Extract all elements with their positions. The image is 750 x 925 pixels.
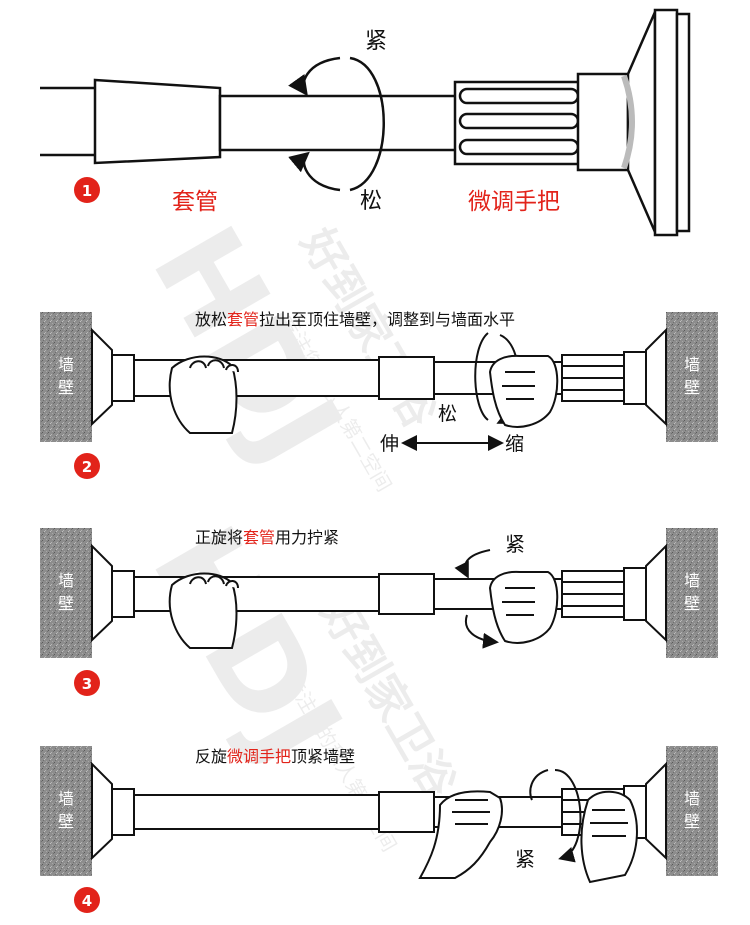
instruction-text: 放松 bbox=[195, 310, 227, 329]
step-badge-number: 3 bbox=[82, 675, 92, 693]
wall-right bbox=[666, 746, 718, 876]
step-4-rod bbox=[40, 746, 718, 884]
wall-label-right: 墙 bbox=[684, 571, 700, 590]
instruction-text: 反旋 bbox=[195, 747, 227, 766]
cup-rim bbox=[653, 8, 679, 237]
wall-left bbox=[40, 746, 92, 876]
wall-label-left: 壁 bbox=[58, 812, 74, 831]
step-badge: 1 bbox=[74, 177, 100, 203]
loose-label: 松 bbox=[438, 403, 457, 425]
step-badge-number: 4 bbox=[82, 892, 92, 910]
wall-left bbox=[40, 312, 92, 442]
wall-label-right: 墙 bbox=[684, 789, 700, 808]
step-badge-number: 1 bbox=[82, 182, 92, 200]
instruction-highlight: 套管 bbox=[227, 310, 259, 329]
handle-label: 微调手把 bbox=[468, 189, 560, 215]
step-instruction: 正旋将套管用力拧紧 bbox=[195, 528, 339, 547]
inner-pipe bbox=[218, 94, 462, 152]
step-instruction: 反旋微调手把顶紧墙壁 bbox=[195, 747, 355, 766]
cup-rim bbox=[675, 12, 691, 233]
tight-label: 紧 bbox=[365, 29, 387, 54]
wall-label-left: 壁 bbox=[58, 594, 74, 613]
wall-label-left: 墙 bbox=[58, 355, 74, 374]
step-3-rod bbox=[40, 528, 718, 658]
instruction-text: 正旋将 bbox=[195, 528, 243, 547]
tight-label: 紧 bbox=[505, 532, 525, 556]
step-badge: 4 bbox=[74, 887, 100, 913]
instruction-highlight: 套管 bbox=[243, 528, 275, 547]
wall-label-right: 墙 bbox=[684, 355, 700, 374]
wall-label-right: 壁 bbox=[684, 378, 700, 397]
wall-right bbox=[666, 312, 718, 442]
step-badge: 2 bbox=[74, 453, 100, 479]
sleeve-label: 套管 bbox=[172, 189, 218, 215]
step-2-rod bbox=[40, 312, 718, 451]
step-1-closeup bbox=[40, 8, 691, 237]
loose-label: 松 bbox=[360, 189, 382, 214]
handle-base bbox=[576, 72, 630, 172]
step-badge: 3 bbox=[74, 670, 100, 696]
wall-label-left: 墙 bbox=[58, 571, 74, 590]
instruction-text: 拉出至顶住墙壁，调整到与墙面水平 bbox=[259, 310, 515, 329]
wall-left bbox=[40, 528, 92, 658]
instruction-text: 顶紧墙壁 bbox=[291, 747, 355, 766]
shrink-label: 缩 bbox=[505, 433, 524, 455]
wall-label-left: 壁 bbox=[58, 378, 74, 397]
wall-right bbox=[666, 528, 718, 658]
step-badge-number: 2 bbox=[82, 458, 92, 476]
tight-label: 紧 bbox=[515, 847, 535, 871]
extend-label: 伸 bbox=[380, 433, 399, 455]
wall-label-left: 墙 bbox=[58, 789, 74, 808]
wall-label-right: 壁 bbox=[684, 594, 700, 613]
wall-label-right: 壁 bbox=[684, 812, 700, 831]
step-instruction: 放松套管拉出至顶住墙壁，调整到与墙面水平 bbox=[195, 310, 515, 329]
sleeve bbox=[93, 78, 222, 165]
instruction-highlight: 微调手把 bbox=[227, 747, 291, 766]
instruction-text: 用力拧紧 bbox=[275, 528, 339, 547]
